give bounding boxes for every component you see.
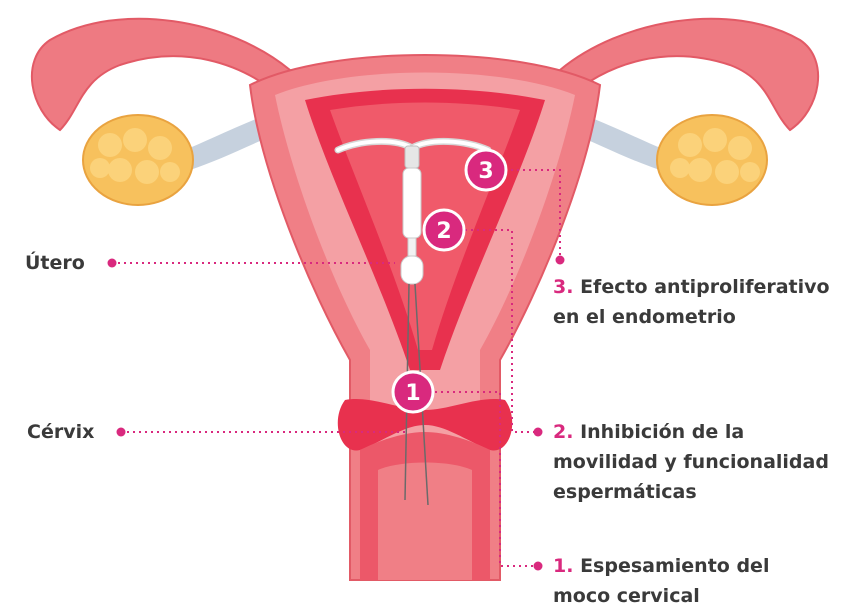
marker-3-text: 3 <box>478 159 493 184</box>
mechanism-1-line1: Espesamiento del <box>580 555 769 577</box>
mechanism-1-line2: moco cervical <box>553 581 769 611</box>
mechanism-2: 2. Inhibición de la movilidad y funciona… <box>553 417 829 507</box>
right-fallopian-tube <box>560 19 818 130</box>
left-fallopian-tube <box>32 19 290 130</box>
mechanism-3: 3. Efecto antiproliferativo en el endome… <box>553 272 830 332</box>
marker-3: 3 <box>466 150 506 190</box>
mechanism-2-line2: movilidad y funcionalidad <box>553 447 829 477</box>
dot-cervix <box>117 428 126 437</box>
marker-2: 2 <box>424 210 464 250</box>
mechanism-3-line1: Efecto antiproliferativo <box>580 276 830 298</box>
label-cervix: Cérvix <box>27 417 94 447</box>
label-utero: Útero <box>25 248 85 278</box>
dot-mech-3 <box>556 256 565 265</box>
mechanism-3-line2: en el endometrio <box>553 302 830 332</box>
left-ovary <box>83 115 193 205</box>
mechanism-3-number: 3. <box>553 276 573 298</box>
mechanism-1-number: 1. <box>553 555 573 577</box>
marker-1-text: 1 <box>405 381 420 406</box>
vaginal-canal <box>378 463 472 581</box>
mechanism-2-line3: espermáticas <box>553 477 829 507</box>
mechanism-1: 1. Espesamiento del moco cervical <box>553 551 769 611</box>
dot-mech-2 <box>534 428 543 437</box>
dot-mech-1 <box>534 562 543 571</box>
mechanism-2-line1: Inhibición de la <box>580 421 744 443</box>
dot-utero <box>108 259 117 268</box>
marker-1: 1 <box>393 372 433 412</box>
mechanism-2-number: 2. <box>553 421 573 443</box>
right-ovary <box>657 115 767 205</box>
marker-2-text: 2 <box>436 219 451 244</box>
